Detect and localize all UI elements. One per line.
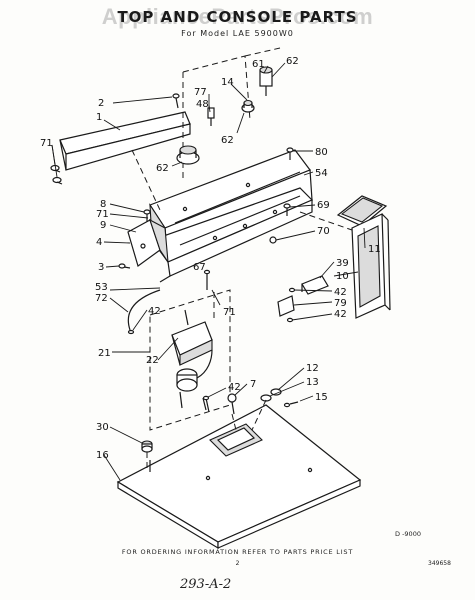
- callout-80: 80: [315, 147, 328, 158]
- part-70-nut: [269, 236, 277, 244]
- part-4-end-cap: [127, 218, 169, 267]
- callout-62-middle: 62: [221, 135, 234, 146]
- callout-71-mid: 71: [96, 209, 109, 220]
- callout-71-left: 71: [40, 138, 53, 149]
- part-53-lower-trim: [159, 199, 313, 283]
- callout-1: 1: [96, 112, 102, 123]
- callout-9: 9: [100, 220, 106, 231]
- part-11-filter-lid: [336, 195, 388, 227]
- callout-42-center: 42: [228, 382, 241, 393]
- part-42-screw-center: [202, 395, 210, 413]
- callout-3: 3: [98, 262, 104, 273]
- part-10-filter-housing: [351, 213, 391, 319]
- callout-77: 77: [194, 87, 207, 98]
- callout-15: 15: [315, 392, 328, 403]
- part-1-rear-panel: [59, 111, 191, 171]
- callout-42-right-bottom: 42: [334, 309, 347, 320]
- part-48-clip: [207, 107, 215, 126]
- part-69-screw: [283, 203, 291, 216]
- callout-2: 2: [98, 98, 104, 109]
- callout-12: 12: [306, 363, 319, 374]
- callout-21: 21: [98, 348, 111, 359]
- callout-13: 13: [306, 377, 319, 388]
- reference-code: 349658: [428, 560, 451, 567]
- part-22-timer: [171, 309, 213, 411]
- part-39-bracket: [301, 275, 329, 295]
- part-72-wire: [127, 289, 161, 335]
- callout-54: 54: [315, 168, 328, 179]
- part-16-top-plate: [116, 404, 362, 550]
- callout-labels: 61 62 14 2 77 48 62 1 71 62 80 54 8 71 9…: [40, 56, 381, 461]
- callout-8: 8: [100, 199, 106, 210]
- callout-61: 61: [252, 59, 265, 70]
- part-79-switch: [277, 295, 295, 317]
- callout-62-top: 62: [286, 56, 299, 67]
- part-67-screw: [203, 269, 211, 290]
- callout-39: 39: [336, 258, 349, 269]
- callout-7: 7: [250, 379, 256, 390]
- callout-14: 14: [221, 77, 234, 88]
- callout-16: 16: [96, 450, 109, 461]
- callout-11: 11: [368, 244, 381, 255]
- callout-10: 10: [336, 271, 349, 282]
- callout-42-right-top: 42: [334, 287, 347, 298]
- diagram-code: D -9000: [395, 530, 421, 538]
- callout-22: 22: [146, 355, 159, 366]
- ordering-info-footer: FOR ORDERING INFORMATION REFER TO PARTS …: [121, 548, 354, 556]
- callout-4: 4: [96, 237, 102, 248]
- callout-70: 70: [317, 226, 330, 237]
- part-42-screws-right: [286, 287, 296, 323]
- callout-48: 48: [196, 99, 209, 110]
- callout-67: 67: [193, 262, 206, 273]
- part-62-knob-left: [176, 145, 200, 165]
- part-21-timer-outline: [149, 289, 231, 431]
- part-3-screw: [118, 263, 131, 269]
- page-number: 2: [235, 560, 240, 567]
- callout-30: 30: [96, 422, 109, 433]
- part-12-cam: [260, 388, 282, 402]
- callout-71-center: 71: [223, 307, 236, 318]
- part-7-grommet: [227, 393, 237, 415]
- assembly-connector-lines: [131, 149, 353, 470]
- diagram-title: TOP AND CONSOLE PARTS: [117, 8, 358, 26]
- callout-leaders: [51, 62, 366, 481]
- model-subtitle: For Model LAE 5900W0: [181, 29, 294, 38]
- callout-79: 79: [334, 298, 347, 309]
- callout-62-left: 62: [156, 163, 169, 174]
- part-15-screw: [283, 401, 299, 408]
- part-80-screw: [286, 147, 294, 160]
- handwritten-note: 293-A-2: [180, 577, 232, 592]
- callout-72: 72: [95, 293, 108, 304]
- part-30-bumper: [141, 440, 153, 453]
- callout-53: 53: [95, 282, 108, 293]
- callout-69: 69: [317, 200, 330, 211]
- part-62-knob-middle: [241, 99, 255, 113]
- callout-42-left: 42: [148, 306, 161, 317]
- part-62-knob-right: [259, 66, 273, 96]
- watermark-text: AppliancePartsPros.com: [101, 4, 374, 29]
- part-2-screw: [172, 93, 180, 109]
